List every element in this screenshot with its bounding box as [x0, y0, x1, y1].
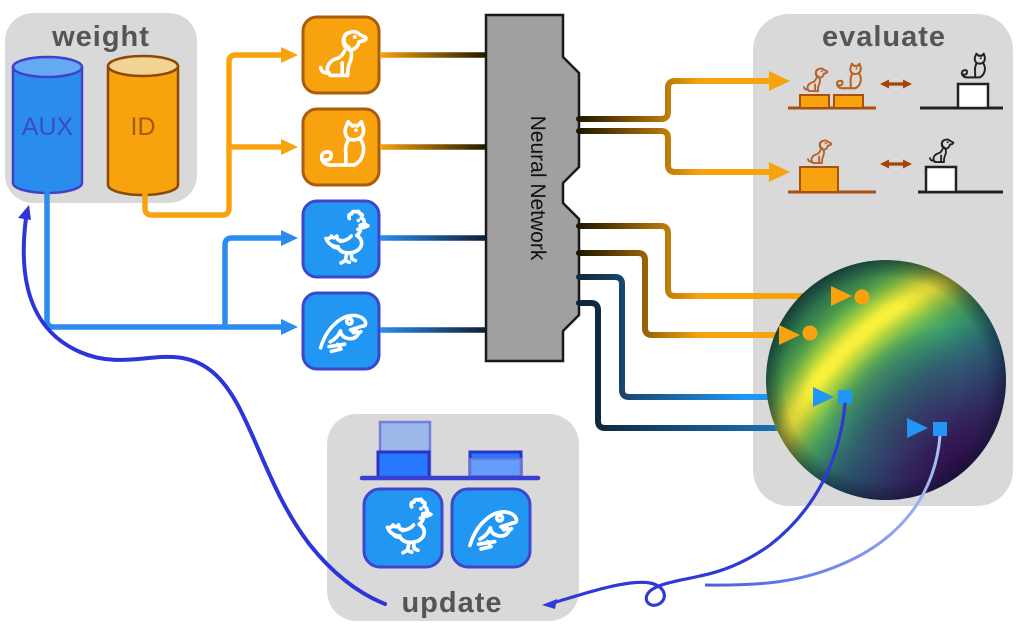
nn-output-id-lines	[576, 78, 771, 175]
arrow-to-blue-square-1	[813, 387, 834, 407]
aux-weight-cylinder: AUX	[11, 55, 84, 195]
arrow-to-eval-row2	[769, 162, 790, 182]
weight-panel-title: weight	[51, 21, 150, 53]
update-bar-left-new	[376, 450, 431, 480]
aux-to-icons-connector	[44, 185, 284, 330]
sphere-orange-dot-2	[802, 325, 818, 341]
arrow-to-dinosaur-icon	[281, 319, 298, 335]
sphere-orange-dot-1	[854, 289, 870, 305]
loss-landscape-sphere	[766, 260, 1006, 500]
arrow-to-orange-dot-2	[779, 325, 800, 345]
update-dinosaur-tile	[450, 487, 532, 569]
update-to-weight-curve	[18, 205, 387, 606]
arrow-to-rooster-icon	[281, 230, 298, 246]
id-weight-cylinder: ID	[106, 54, 180, 197]
aux-label: AUX	[22, 113, 74, 141]
update-rooster-tile	[362, 487, 444, 569]
sphere-blue-square-1	[838, 390, 852, 404]
cat-input-tile	[301, 107, 381, 187]
update-panel-title: update	[401, 587, 502, 619]
arrow-to-eval-row1	[769, 71, 790, 91]
evaluate-row-2	[788, 138, 1003, 194]
update-bar-chart	[359, 420, 541, 481]
update-bar-right-old	[469, 458, 522, 477]
compare-arrow-2	[880, 159, 912, 169]
id-label: ID	[131, 113, 156, 141]
dog-input-tile	[301, 15, 381, 95]
dinosaur-input-tile	[301, 291, 381, 371]
neural-network-label: Neural Network	[526, 116, 549, 261]
arrow-into-update	[542, 599, 557, 609]
evaluate-row-1	[788, 52, 1003, 110]
arrow-to-orange-dot-1	[831, 286, 852, 306]
id-to-icons-connector	[142, 52, 284, 218]
sphere-blue-square-2	[933, 422, 947, 436]
compare-arrow-1	[880, 79, 912, 89]
evaluate-panel-title: evaluate	[822, 21, 946, 53]
nn-input-lines	[380, 52, 486, 333]
neural-network-block	[484, 13, 581, 363]
sphere-to-update-curves	[542, 402, 942, 609]
arrow-to-dog-icon	[281, 47, 298, 63]
arrow-to-blue-square-2	[907, 418, 928, 438]
arrow-to-cat-icon	[281, 139, 298, 155]
rooster-input-tile	[301, 199, 381, 279]
arrow-into-weight	[18, 205, 31, 220]
nn-output-aux-lines	[576, 223, 910, 431]
